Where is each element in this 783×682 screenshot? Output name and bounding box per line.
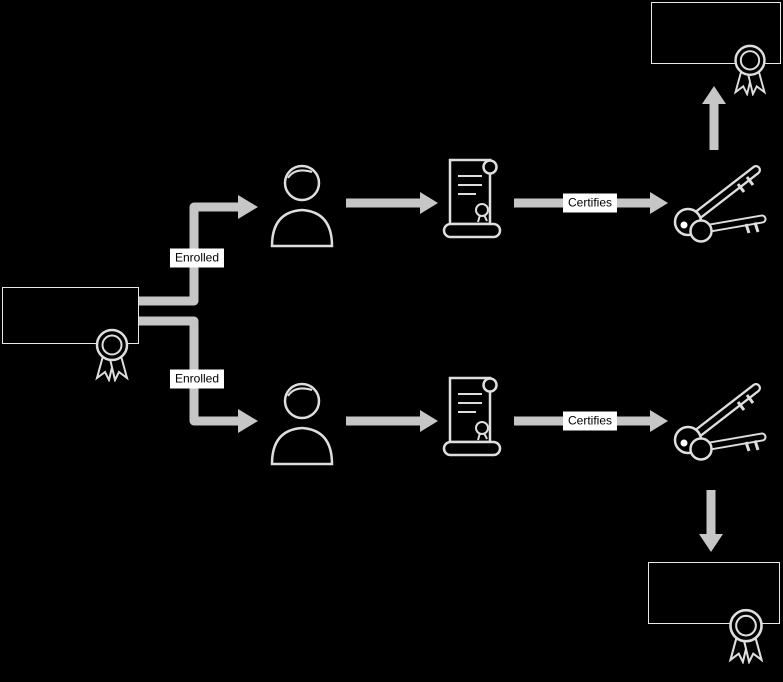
certifies-label-bottom: Certifies xyxy=(562,411,618,431)
certificate-scroll-icon-top xyxy=(436,152,508,247)
certificate-box-bottom xyxy=(648,562,780,624)
certificate-seal-icon-top xyxy=(726,42,774,96)
enrolled-label-bottom: Enrolled xyxy=(169,369,225,389)
keys-icon-bottom xyxy=(668,376,768,466)
arrow-user-to-document-bottom xyxy=(346,410,438,432)
certificate-seal-icon-root xyxy=(88,326,136,382)
certificate-seal-icon-bottom xyxy=(720,606,772,664)
keys-icon-top xyxy=(668,158,768,248)
enrolled-label-top: Enrolled xyxy=(169,248,225,268)
arrow-keys-to-certificate-bottom xyxy=(699,490,723,552)
person-icon-bottom xyxy=(266,376,338,466)
arrow-keys-to-certificate-top xyxy=(702,86,726,150)
certifies-label-top: Certifies xyxy=(562,193,618,213)
person-icon-top xyxy=(266,158,338,248)
certificate-scroll-icon-bottom xyxy=(436,370,508,465)
arrow-user-to-document-top xyxy=(346,192,438,214)
